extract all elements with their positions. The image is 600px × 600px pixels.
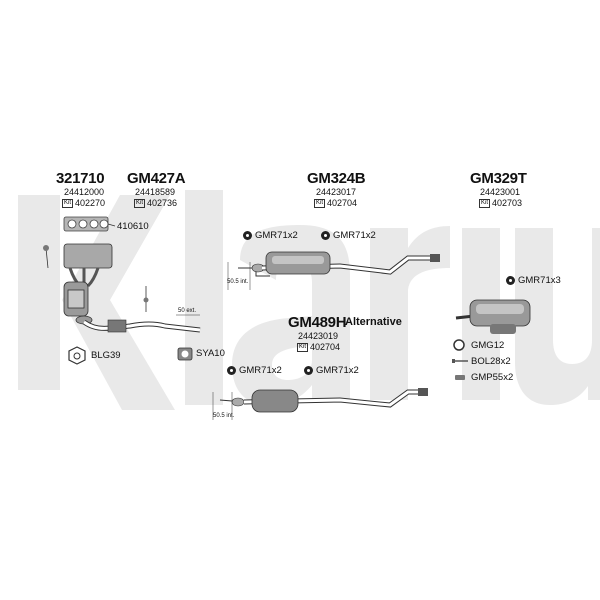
kit-value: 402703 <box>492 198 523 208</box>
rubber-mount-icon <box>506 276 515 285</box>
blg-label: BLG39 <box>91 350 121 361</box>
bolt-shape <box>452 359 468 363</box>
kit-number: Kit 402704 <box>314 198 357 208</box>
kit-value: 402270 <box>75 198 106 208</box>
alternative-note: Alternative <box>345 316 402 328</box>
dim-int-label: 50.5 int. <box>227 279 249 285</box>
rubber-mount-icon <box>304 366 313 375</box>
gmr-label: GMR71x2 <box>243 230 298 241</box>
oem-number: 24412000 <box>64 187 105 197</box>
part-code-gm489h: GM489H <box>288 314 347 331</box>
kit-tag: Kit <box>134 198 146 208</box>
part-code-321710: 321710 <box>56 170 105 187</box>
kit-tag: Kit <box>314 198 326 208</box>
rubber-mount-icon <box>321 231 330 240</box>
kit-value: 402736 <box>147 198 178 208</box>
kit-value: 402704 <box>310 342 341 352</box>
alt-silencer-pipe <box>219 388 428 413</box>
gmg-label: GMG12 <box>471 340 505 351</box>
kit-tag: Kit <box>297 342 309 352</box>
part-code-gm329t: GM329T <box>470 170 527 187</box>
kit-tag: Kit <box>479 198 491 208</box>
kit-number: Kit 402270 <box>62 198 105 208</box>
kit-number: Kit 402736 <box>134 198 177 208</box>
part-code-gm324b: GM324B <box>307 170 366 187</box>
gmp-pad-shape <box>455 375 465 380</box>
oem-number: 24423001 <box>480 187 521 197</box>
clamp-sya-shape <box>177 347 193 361</box>
catalytic-manifold <box>63 243 113 317</box>
sya-label: SYA10 <box>196 348 225 359</box>
oem-number: 24423019 <box>298 331 339 341</box>
bol-label: BOL28x2 <box>471 356 511 367</box>
kit-tag: Kit <box>62 198 74 208</box>
manifold-gasket <box>63 216 109 232</box>
oem-number: 24423017 <box>316 187 357 197</box>
gmr-rear-label: GMR71x3 <box>506 275 561 286</box>
rubber-mount-icon <box>243 231 252 240</box>
part-code-gm427a: GM427A <box>127 170 186 187</box>
rear-silencer <box>455 299 531 334</box>
gasket-label: 410610 <box>117 221 149 232</box>
gmr-label: GMR71x2 <box>304 365 359 376</box>
oem-number: 24418589 <box>135 187 176 197</box>
gmg-ring-shape <box>453 339 465 351</box>
rubber-mount-icon <box>227 366 236 375</box>
kit-value: 402704 <box>327 198 358 208</box>
dim-int-label: 50.5 int. <box>213 413 235 419</box>
gmp-label: GMP55x2 <box>471 372 514 383</box>
gmr-label: GMR71x2 <box>321 230 376 241</box>
kit-number: Kit 402704 <box>297 342 340 352</box>
kit-number: Kit 402703 <box>479 198 522 208</box>
gmr-label: GMR71x2 <box>227 365 282 376</box>
centre-silencer-pipe <box>238 251 440 277</box>
dim-ext-label: 50 ext. <box>178 308 197 314</box>
front-pipe <box>75 286 201 333</box>
